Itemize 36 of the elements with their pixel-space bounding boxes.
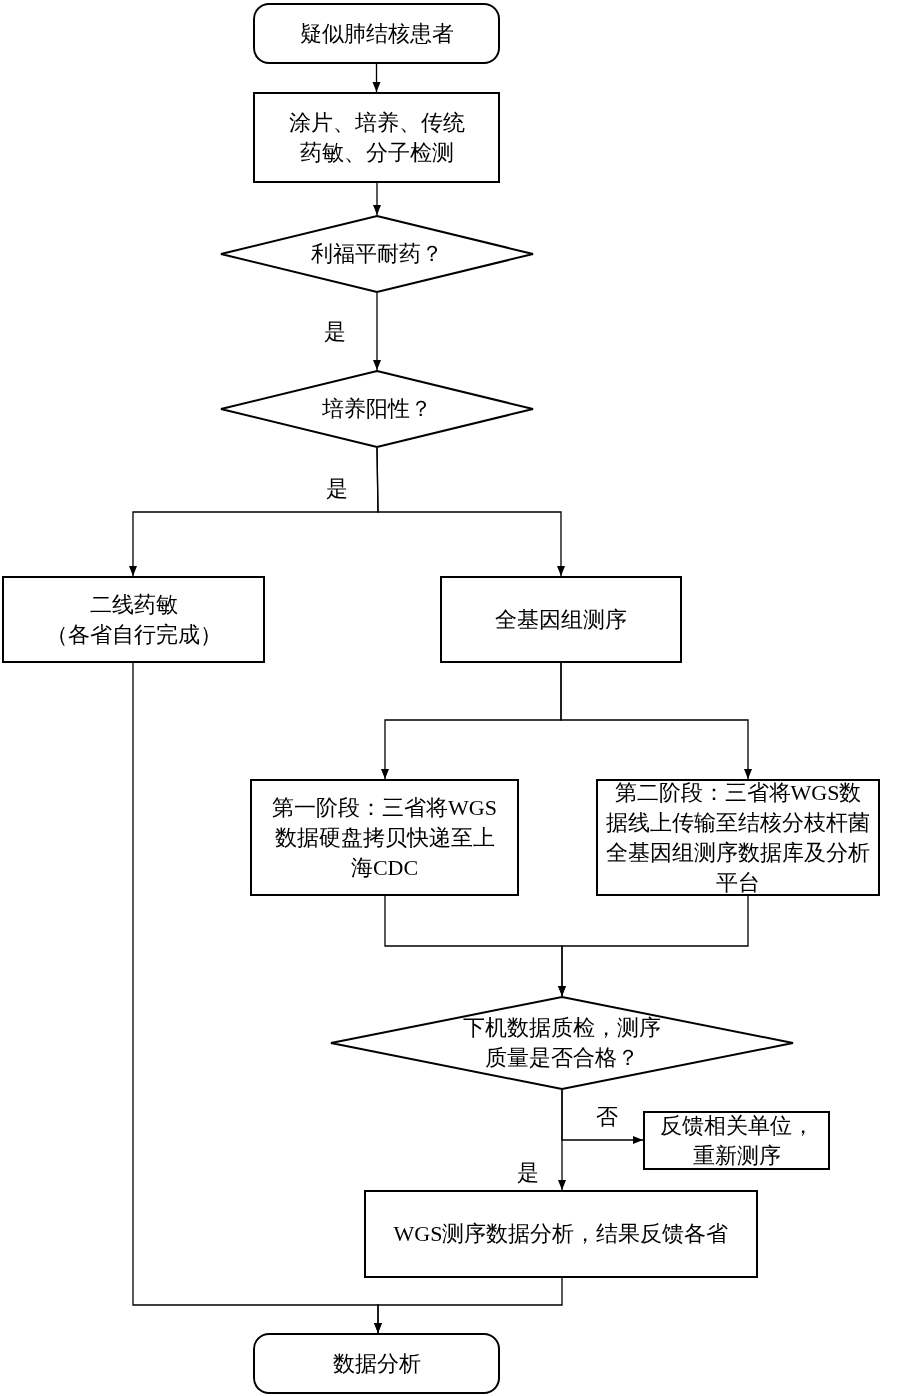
node-text: 二线药敏	[89, 590, 178, 619]
connector-arrow	[558, 895, 749, 997]
connector-arrow	[558, 1089, 566, 1191]
node-text: 利福平耐药？	[311, 240, 443, 268]
node-text: 第二阶段：三省将WGS数据线上传输至结核分枝杆菌全基因组测序数据库及分析平台	[606, 778, 870, 897]
node-text: （各省自行完成）	[45, 620, 222, 649]
process-box	[2, 576, 265, 663]
node-text: WGS测序数据分析，结果反馈各省	[393, 1220, 729, 1248]
node-text: 数据分析	[332, 1349, 421, 1378]
decision-diamond	[220, 370, 534, 448]
process-box	[440, 576, 682, 663]
connector-arrow	[372, 63, 381, 93]
node-text: 涂片、培养、传统药敏、分子检测	[287, 108, 466, 167]
node-text: 第一阶段：三省将WGS数据硬盘拷贝快递至上海CDC	[271, 793, 498, 882]
process-box	[643, 1111, 830, 1170]
connector-arrow	[376, 447, 565, 577]
node-text: 下机数据质检，测序质量是否合格？	[462, 1014, 662, 1072]
connector-arrow	[560, 662, 752, 780]
node-text: 培养阳性？	[322, 395, 432, 423]
node-text: 反馈相关单位，重新测序	[658, 1111, 815, 1170]
terminal-box	[253, 1333, 500, 1394]
edge-label: 否	[596, 1105, 618, 1129]
edge-label: 是	[326, 477, 348, 501]
node-text: 疑似肺结核患者	[299, 19, 454, 48]
process-box	[364, 1190, 758, 1278]
node-text: 全基因组测序	[495, 605, 627, 634]
process-box	[250, 779, 519, 896]
process-box	[253, 92, 500, 183]
connector-arrow	[373, 182, 381, 216]
edge-label: 是	[517, 1161, 539, 1185]
decision-diamond	[330, 996, 794, 1090]
terminal-box	[253, 3, 500, 64]
connector-arrow	[373, 292, 381, 371]
edge-label: 是	[324, 320, 346, 344]
connector-arrow	[374, 1277, 563, 1334]
decision-diamond	[220, 215, 534, 293]
